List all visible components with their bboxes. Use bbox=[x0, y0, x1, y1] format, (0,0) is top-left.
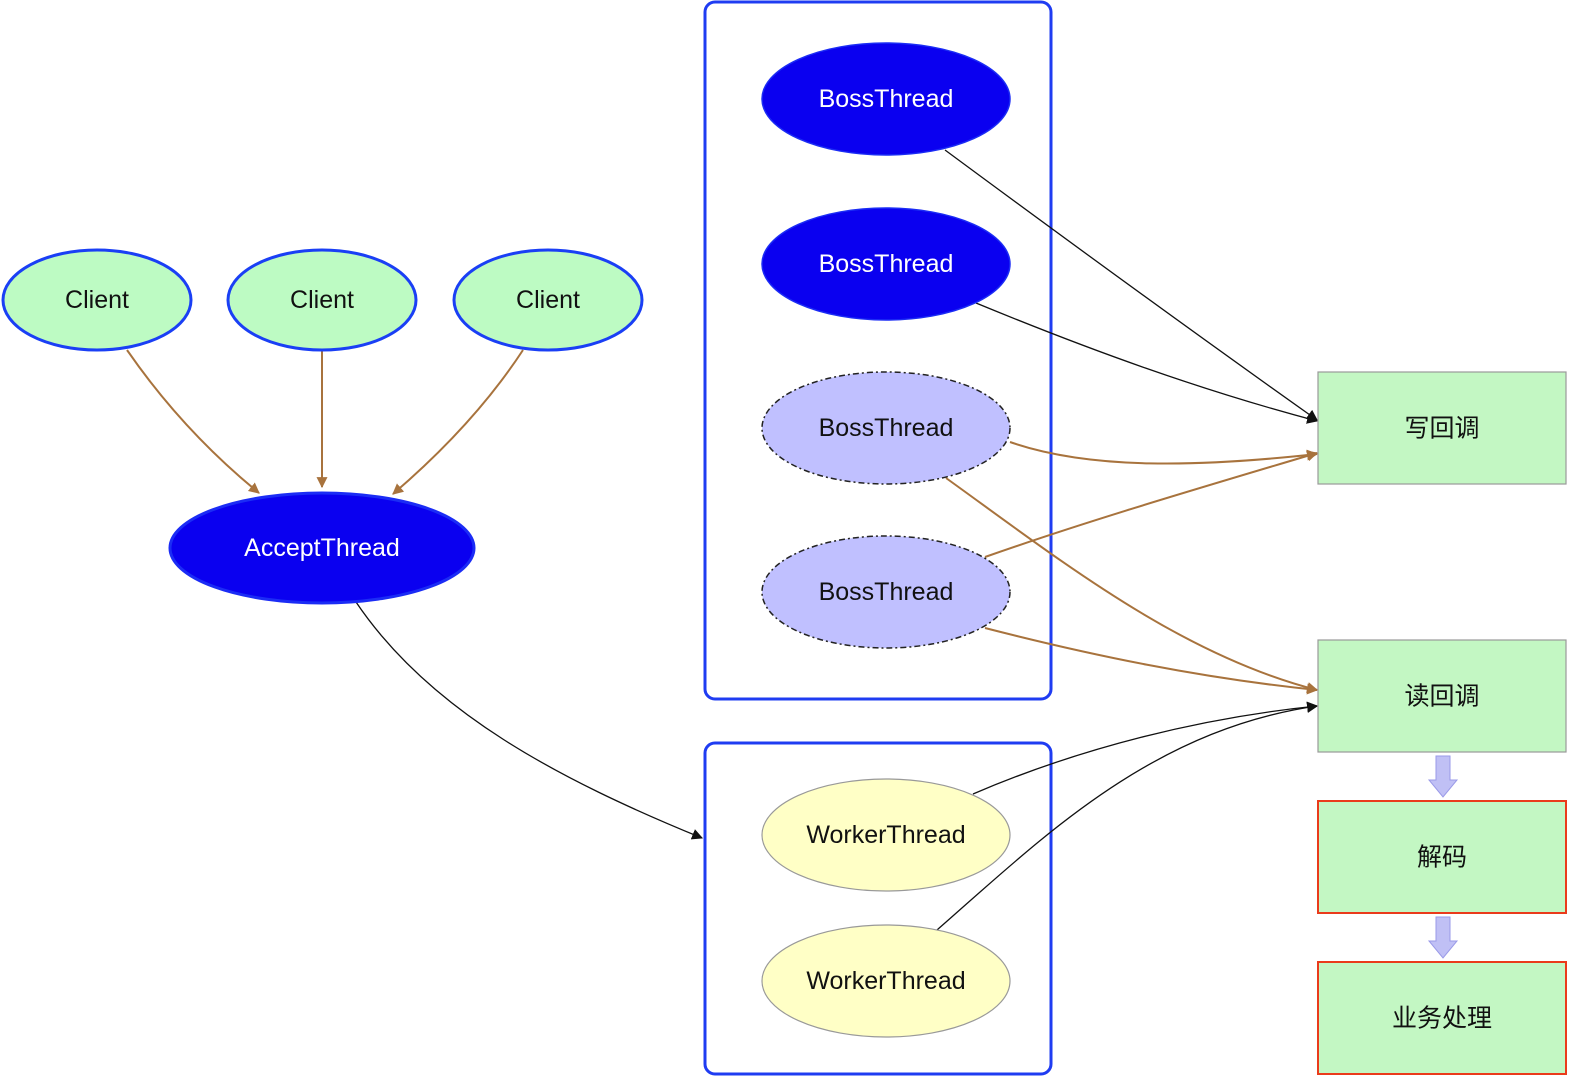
flow-arrow-read-decode bbox=[1427, 755, 1459, 798]
edge-client1-accept bbox=[126, 349, 260, 494]
boss-thread-node-2: BossThread bbox=[761, 207, 1011, 321]
write-callback-box: 写回调 bbox=[1317, 371, 1567, 485]
edge-boss1-write bbox=[944, 149, 1318, 421]
edge-accept-worker-group bbox=[355, 601, 704, 840]
boss-thread-node-4: BossThread bbox=[761, 535, 1011, 649]
write-callback-label: 写回调 bbox=[1404, 414, 1479, 443]
worker-thread-label-1: WorkerThread bbox=[806, 821, 965, 849]
client-node-2: Client bbox=[226, 248, 418, 352]
edge-boss3-write bbox=[1009, 441, 1319, 465]
edge-boss3-read bbox=[945, 477, 1319, 693]
worker-thread-group bbox=[703, 741, 1053, 1076]
edge-boss4-read bbox=[984, 627, 1319, 695]
flow-arrow-decode-business bbox=[1427, 916, 1459, 959]
worker-thread-node-2: WorkerThread bbox=[761, 924, 1011, 1038]
client-label-1: Client bbox=[65, 286, 129, 314]
boss-thread-label-1: BossThread bbox=[819, 85, 954, 113]
worker-thread-label-2: WorkerThread bbox=[806, 967, 965, 995]
client-label-3: Client bbox=[516, 286, 580, 314]
boss-thread-label-3: BossThread bbox=[819, 414, 954, 442]
edge-worker2-read bbox=[936, 701, 1319, 931]
accept-thread-node: AcceptThread bbox=[168, 491, 476, 605]
boss-thread-node-3: BossThread bbox=[761, 371, 1011, 485]
read-callback-box: 读回调 bbox=[1317, 639, 1567, 753]
edge-worker1-read bbox=[972, 701, 1319, 795]
edge-client3-accept bbox=[392, 349, 524, 495]
boss-thread-group bbox=[703, 0, 1053, 701]
client-node-1: Client bbox=[1, 248, 193, 352]
boss-thread-label-2: BossThread bbox=[819, 250, 954, 278]
read-callback-label: 读回调 bbox=[1404, 682, 1479, 711]
edge-boss2-write bbox=[975, 302, 1319, 424]
client-node-3: Client bbox=[452, 248, 644, 352]
client-label-2: Client bbox=[290, 286, 354, 314]
business-box: 业务处理 bbox=[1317, 961, 1567, 1075]
edge-boss4-write bbox=[984, 450, 1319, 558]
decode-label: 解码 bbox=[1417, 843, 1467, 872]
worker-thread-node-1: WorkerThread bbox=[761, 778, 1011, 892]
accept-thread-label: AcceptThread bbox=[244, 534, 400, 562]
boss-thread-label-4: BossThread bbox=[819, 578, 954, 606]
decode-box: 解码 bbox=[1317, 800, 1567, 914]
boss-thread-node-1: BossThread bbox=[761, 42, 1011, 156]
business-label: 业务处理 bbox=[1392, 1004, 1492, 1033]
